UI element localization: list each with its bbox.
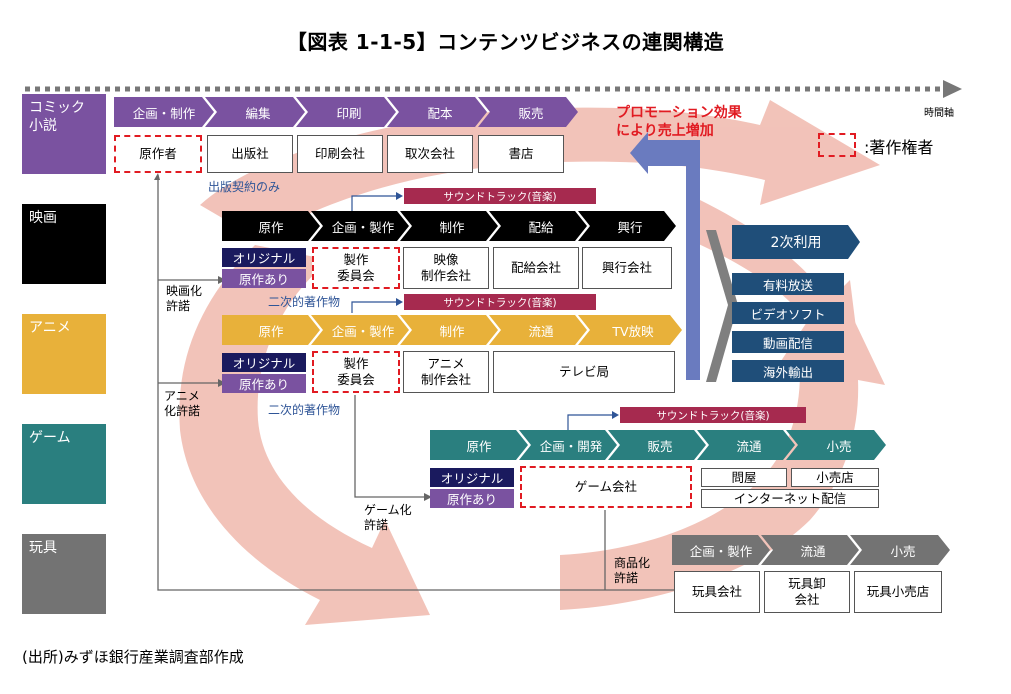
game-step: 原作 [430,430,528,460]
film-step: 興行 [578,211,676,241]
anime-step: 流通 [489,315,587,345]
secondary-use-item: 動画配信 [732,331,844,353]
soundtrack-lines [351,195,612,430]
game-origin-adapted: 原作あり [430,489,514,508]
film-player: 興行会社 [582,247,672,289]
time-axis-arrowhead [943,80,962,98]
secondary-use-item: ビデオソフト [732,302,844,324]
comic-step: 販売 [478,97,578,127]
film-player-committee: 製作 委員会 [312,247,400,289]
toy-step: 流通 [761,535,859,565]
secondary-use-header: 2次利用 [732,225,860,259]
game-step: 販売 [608,430,706,460]
game-step: 小売 [786,430,886,460]
comic-step: 編集 [205,97,305,127]
comic-step: 配本 [387,97,487,127]
anime-step: 企画・製作 [311,315,409,345]
film-step: 制作 [400,211,498,241]
comic-player: 印刷会社 [297,135,383,173]
time-axis-label: 時間軸 [924,108,954,119]
anime-player: アニメ 制作会社 [403,351,489,393]
legend-label: :著作権者 [864,138,934,157]
category-comic: コミック 小説 [22,94,106,174]
anime-derivative-note: 二次的著作物 [268,403,341,417]
game-distribution: インターネット配信 [701,489,879,508]
toy-step: 小売 [850,535,950,565]
comic-player-author: 原作者 [114,135,202,173]
game-origin-original: オリジナル [430,468,514,487]
game-distribution: 問屋 [701,468,787,487]
soundtrack-arrowheads [396,192,619,419]
comic-player: 取次会社 [387,135,473,173]
category-game: ゲーム [22,424,106,504]
film-license-label: 映画化 許諾 [166,284,203,313]
anime-step: 原作 [222,315,320,345]
game-distribution: 小売店 [791,468,879,487]
comic-player: 出版社 [207,135,293,173]
anime-origin-adapted: 原作あり [222,374,306,393]
anime-step: 制作 [400,315,498,345]
comic-player: 書店 [478,135,564,173]
film-origin-adapted: 原作あり [222,269,306,288]
promotion-arrow [630,132,700,380]
comic-contract-note: 出版契約のみ [208,180,281,194]
secondary-use-item: 海外輸出 [732,360,844,382]
secondary-use-item: 有料放送 [732,273,844,295]
toy-player: 玩具卸 会社 [764,571,850,613]
comic-step: 印刷 [296,97,396,127]
game-player-company: ゲーム会社 [520,466,692,508]
film-player: 映像 制作会社 [403,247,489,289]
toy-step: 企画・製作 [672,535,770,565]
game-soundtrack-badge: サウンドトラック(音楽) [620,407,806,423]
game-step: 流通 [697,430,795,460]
game-step: 企画・開発 [519,430,617,460]
comic-step: 企画・制作 [114,97,214,127]
license-lines [157,175,675,591]
secondary-funnel-arrow [706,230,738,382]
anime-origin-original: オリジナル [222,353,306,372]
film-step: 企画・製作 [311,211,409,241]
film-step: 配給 [489,211,587,241]
category-film: 映画 [22,204,106,284]
promotion-effect-note: プロモーション効果 により売上増加 [616,105,742,140]
film-derivative-note: 二次的著作物 [268,295,341,309]
film-soundtrack-badge: サウンドトラック(音楽) [404,188,596,204]
film-origin-original: オリジナル [222,248,306,267]
anime-step: TV放映 [578,315,682,345]
toy-player: 玩具会社 [674,571,760,613]
anime-license-label: アニメ 化許諾 [164,389,201,418]
film-player: 配給会社 [493,247,579,289]
anime-player-committee: 製作 委員会 [312,351,400,393]
toy-player: 玩具小売店 [854,571,942,613]
film-step: 原作 [222,211,320,241]
page-title: 【図表 1-1-5】コンテンツビジネスの連関構造 [286,30,725,54]
category-anime: アニメ [22,314,106,394]
game-license-label: ゲーム化 許諾 [364,503,412,532]
legend-dashed-box [818,133,856,157]
anime-soundtrack-badge: サウンドトラック(音楽) [404,294,596,310]
anime-player: テレビ局 [493,351,675,393]
toy-license-label: 商品化 許諾 [614,556,651,585]
source-note: (出所)みずほ銀行産業調査部作成 [22,648,244,666]
category-toy: 玩具 [22,534,106,614]
